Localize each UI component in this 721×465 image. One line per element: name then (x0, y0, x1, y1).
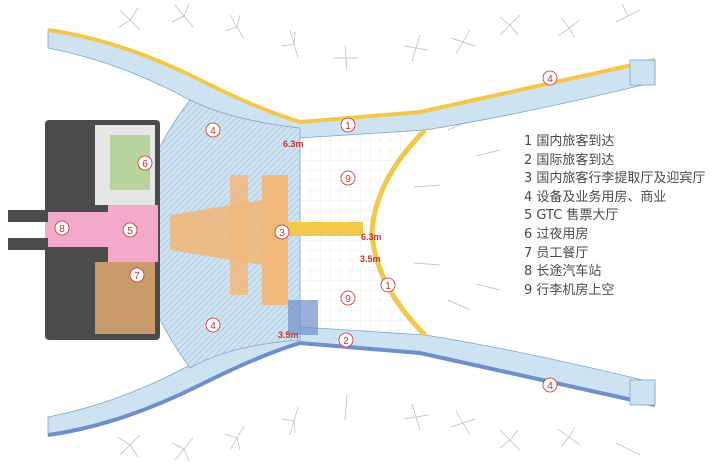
aircraft-stands (117, 3, 641, 462)
zone-4-label-top-right: 4 (547, 74, 553, 85)
legend-item: 7 员工餐厅 (524, 245, 589, 261)
dimension-labels: 6.3m 6.3m 3.5m 3.5m (278, 139, 382, 340)
zone-labels: 1 1 2 3 4 4 4 4 5 6 7 8 9 9 (54, 70, 558, 393)
legend-item: 4 设备及业务用房、商业 (524, 189, 667, 205)
pier-end-top-right (629, 59, 656, 86)
zone-9-label-top: 9 (345, 174, 351, 185)
zone-7-label: 7 (134, 271, 140, 282)
legend-item: 1 国内旅客到达 (524, 134, 615, 149)
legend-item: 6 过夜用房 (524, 226, 589, 242)
zone-8-label: 8 (59, 224, 65, 235)
zone-2-label: 2 (343, 336, 349, 347)
legend-item: 5 GTC 售票大厅 (524, 208, 619, 224)
legend-item: 3 国内旅客行李提取厅及迎宾厅 (524, 171, 706, 187)
dimension-label: 3.5m (278, 330, 299, 340)
dimension-label: 6.3m (283, 139, 304, 149)
zone-1-label-top: 1 (345, 121, 351, 132)
zone-6-label: 6 (142, 159, 148, 170)
zone-1-label-right: 1 (385, 281, 391, 292)
zone-9-label-bottom: 9 (345, 294, 351, 305)
zone-3-label: 3 (279, 228, 285, 239)
arrival-corridor-arc (369, 128, 427, 337)
equipment-block (288, 300, 318, 335)
zone-4-label-bottom-right: 4 (547, 381, 553, 392)
legend: 1 国内旅客到达 2 国际旅客到达 3 国内旅客行李提取厅及迎宾厅 4 设备及业… (524, 133, 719, 300)
legend-item: 2 国际旅客到达 (524, 152, 615, 168)
dimension-label: 3.5m (360, 254, 381, 264)
zone-4-label-top-left: 4 (210, 126, 216, 137)
dimension-label: 6.3m (361, 232, 382, 242)
legend-item: 8 长途汽车站 (524, 264, 602, 280)
legend-item: 9 行李机房上空 (524, 282, 615, 298)
baggage-hall (262, 175, 288, 305)
pier-end-bottom-right (629, 379, 656, 406)
zone-5-label: 5 (127, 226, 133, 237)
zone-4-label-bottom-left: 4 (210, 321, 216, 332)
